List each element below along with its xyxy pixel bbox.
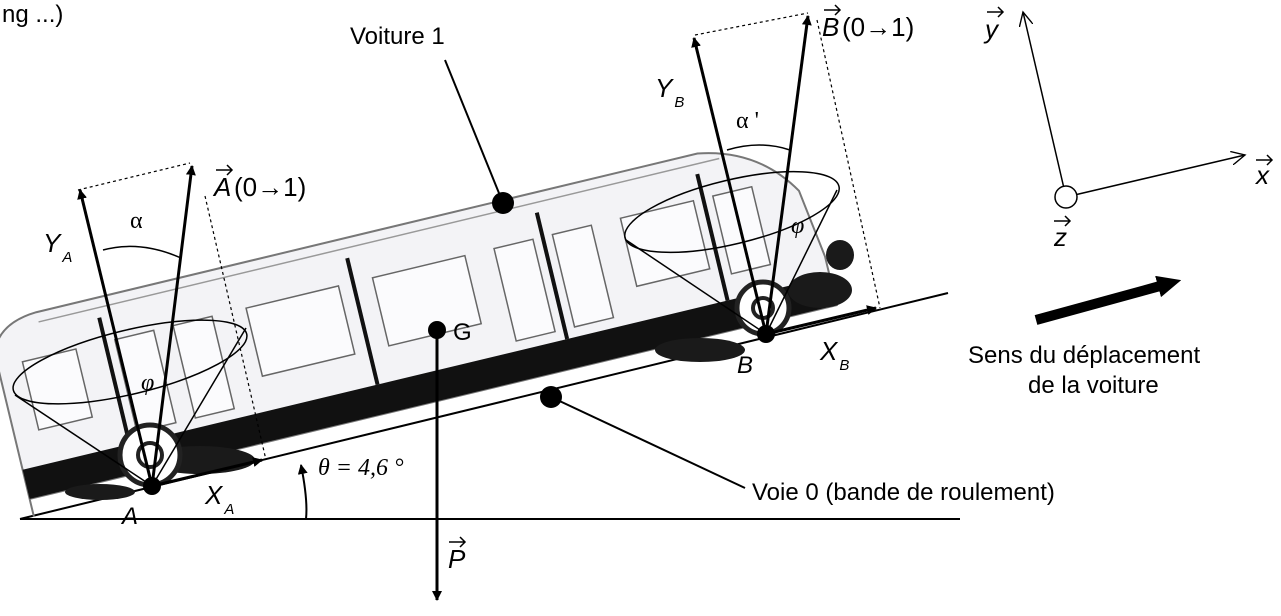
dashed-edge-B — [816, 19, 881, 309]
vector-arrow-icon — [449, 536, 467, 548]
phi-B-label: φ — [791, 213, 804, 239]
alpha-prime-label: α ' — [736, 108, 759, 134]
vector-XB — [765, 305, 877, 336]
friction-cone-B — [624, 170, 840, 335]
direction-label-line1: Sens du déplacement — [968, 342, 1200, 369]
force-B-letter: B — [822, 12, 839, 42]
force-A-letter: A — [212, 172, 231, 202]
theta-label: θ = 4,6 ° — [318, 455, 404, 481]
axis-x-line — [1065, 155, 1245, 198]
vector-arrow-icon — [824, 4, 842, 16]
weight-label: P — [448, 536, 467, 574]
phi-A-label: φ — [141, 370, 154, 396]
bogie-B — [655, 240, 854, 362]
train-skirt — [22, 275, 837, 499]
dashed-top-B — [694, 12, 809, 36]
vector-arrow-icon — [1054, 215, 1072, 227]
axis-y-line — [1023, 12, 1067, 198]
vector-arrow-icon — [1256, 154, 1274, 166]
voiture-label: Voiture 1 — [350, 23, 445, 50]
force-A-label: A (0→1) — [212, 164, 306, 202]
voie-leader-line — [550, 396, 746, 489]
axis-z-circle — [1054, 185, 1078, 209]
alpha-arc — [102, 245, 182, 259]
vector-YA — [77, 189, 154, 487]
direction-label-line2: de la voiture — [1028, 372, 1159, 399]
axis-x-text: x — [1254, 160, 1270, 190]
weight-letter: P — [448, 544, 466, 574]
axis-z-label: z — [1053, 215, 1072, 252]
force-A-text: (0→1) — [234, 172, 306, 202]
vector-XA — [151, 457, 263, 488]
vector-YB — [691, 37, 768, 335]
axis-y-text: y — [983, 14, 1000, 44]
force-B-text: (0→1) — [842, 12, 914, 42]
dashed-top-A — [77, 162, 191, 191]
vector-B01 — [764, 15, 812, 335]
alpha-prime-arc — [726, 144, 791, 151]
point-A-label: A — [120, 503, 138, 530]
top-partial-text: ng ...) — [2, 1, 63, 28]
axis-x-label: x — [1254, 154, 1274, 190]
theta-arc — [297, 464, 308, 520]
force-B-label: B (0→1) — [822, 4, 914, 42]
voie-label: Voie 0 (bande de roulement) — [752, 479, 1055, 506]
point-G-label: G — [453, 319, 472, 346]
point-B-label: B — [737, 352, 753, 379]
point-A-dot — [143, 477, 161, 495]
friction-cone-A — [12, 319, 248, 487]
axis-z-text: z — [1053, 222, 1067, 252]
vector-arrow-icon — [216, 164, 234, 176]
train-windows — [21, 185, 772, 433]
vector-arrow-icon — [987, 6, 1005, 18]
direction-arrow — [1034, 275, 1182, 325]
coordinate-system — [1023, 12, 1245, 209]
vector-A01 — [150, 165, 196, 487]
train-car — [0, 152, 838, 517]
point-B-dot — [757, 325, 775, 343]
axis-y-label: y — [983, 6, 1005, 44]
alpha-label: α — [130, 208, 143, 234]
point-G-dot — [428, 321, 446, 339]
voiture-leader-line — [444, 59, 504, 204]
